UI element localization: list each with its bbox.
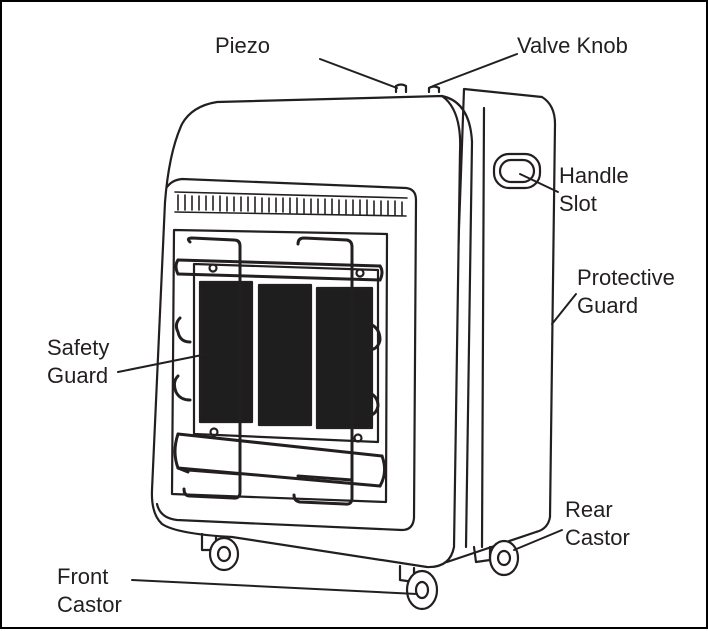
- label-protective-guard-line1: Protective: [577, 265, 675, 290]
- burner-panel-middle: [257, 283, 313, 427]
- label-handle-slot-line1: Handle: [559, 163, 629, 188]
- rear-castor-shape: [472, 539, 520, 577]
- piezo-button-shape: [394, 83, 408, 94]
- label-safety-guard-line2: Guard: [47, 363, 109, 388]
- label-protective-guard: Protective Guard: [577, 264, 675, 320]
- leader-rear-castor: [513, 529, 563, 551]
- label-front-castor-line1: Front: [57, 564, 109, 589]
- leader-valve-knob: [432, 53, 518, 87]
- label-valve-knob: Valve Knob: [517, 33, 628, 58]
- valve-knob-shape: [427, 85, 441, 94]
- label-front-castor: Front Castor: [57, 563, 122, 619]
- leader-handle-slot: [519, 173, 559, 193]
- leader-safety-guard: [117, 353, 208, 373]
- label-protective-guard-line2: Guard: [577, 293, 639, 318]
- front-castor-right: [398, 564, 439, 611]
- label-rear-castor-line1: Rear: [565, 497, 613, 522]
- leader-protective-guard: [551, 293, 577, 325]
- leader-front-castor: [131, 579, 418, 595]
- heater-side-panel: [445, 87, 557, 564]
- label-rear-castor: Rear Castor: [565, 496, 630, 552]
- safety-guard-wire: [172, 236, 387, 506]
- label-rear-castor-line2: Castor: [565, 525, 630, 550]
- label-front-castor-line2: Castor: [57, 592, 122, 617]
- front-castor-left: [200, 532, 240, 572]
- heater-front-edge-curve: [440, 94, 474, 549]
- label-piezo: Piezo: [215, 33, 271, 58]
- leader-lines: [117, 53, 577, 595]
- vent-grille: [174, 191, 408, 217]
- burner-panel-left: [198, 280, 254, 424]
- label-safety-guard-line1: Safety: [47, 335, 110, 360]
- label-safety-guard: Safety Guard: [47, 334, 109, 390]
- heater-side-inner-edge: [480, 106, 486, 549]
- burner-recess: [170, 228, 389, 504]
- label-handle-slot-line2: Slot: [559, 191, 597, 216]
- burner-panel-right: [315, 286, 374, 430]
- label-handle-slot: Handle Slot: [559, 162, 629, 218]
- leader-piezo: [319, 58, 398, 89]
